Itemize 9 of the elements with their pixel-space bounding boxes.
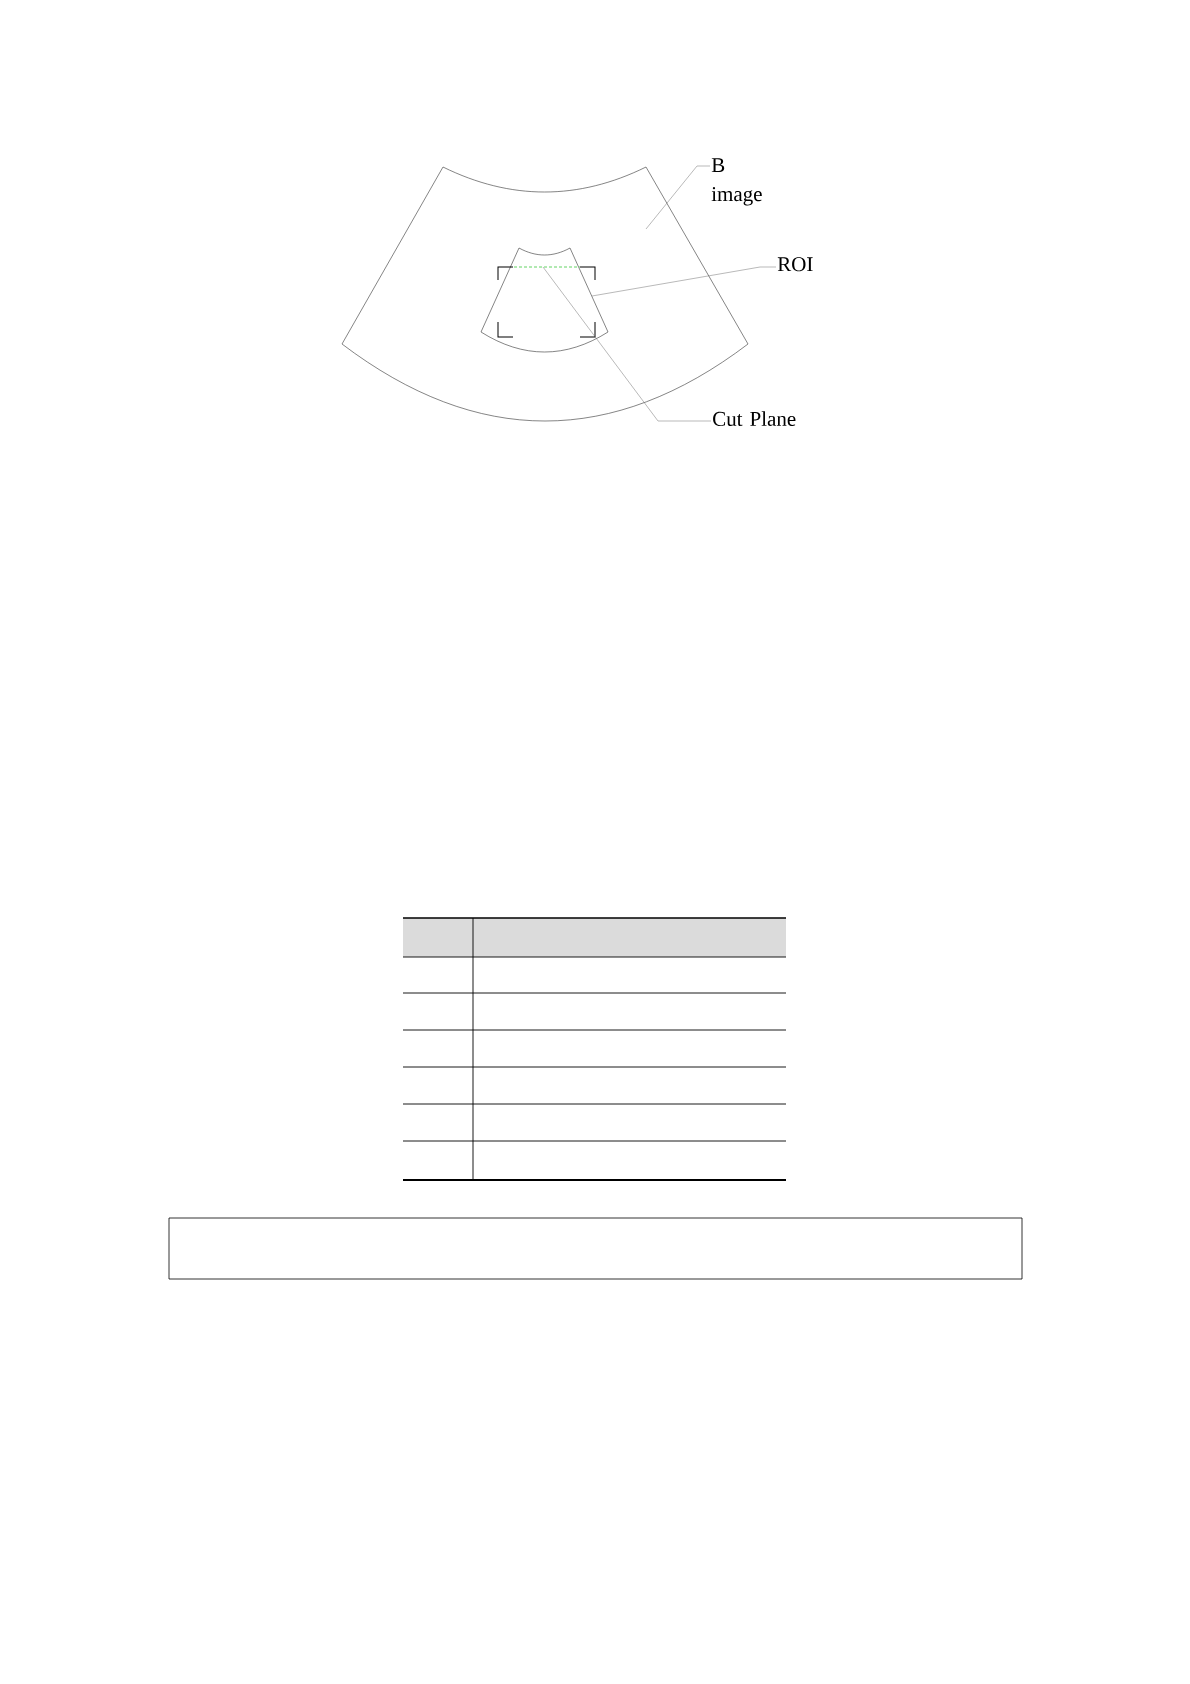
cut-plane-line bbox=[513, 266, 581, 268]
callout-label: B image bbox=[711, 158, 762, 206]
callout-label: Cut Plane bbox=[713, 411, 796, 426]
leader-line bbox=[591, 266, 777, 297]
leader-line bbox=[645, 165, 711, 230]
roi-sector bbox=[480, 247, 609, 353]
callout-label: ROI bbox=[777, 257, 813, 272]
leader-line bbox=[542, 266, 712, 422]
note-box bbox=[168, 1217, 1023, 1280]
